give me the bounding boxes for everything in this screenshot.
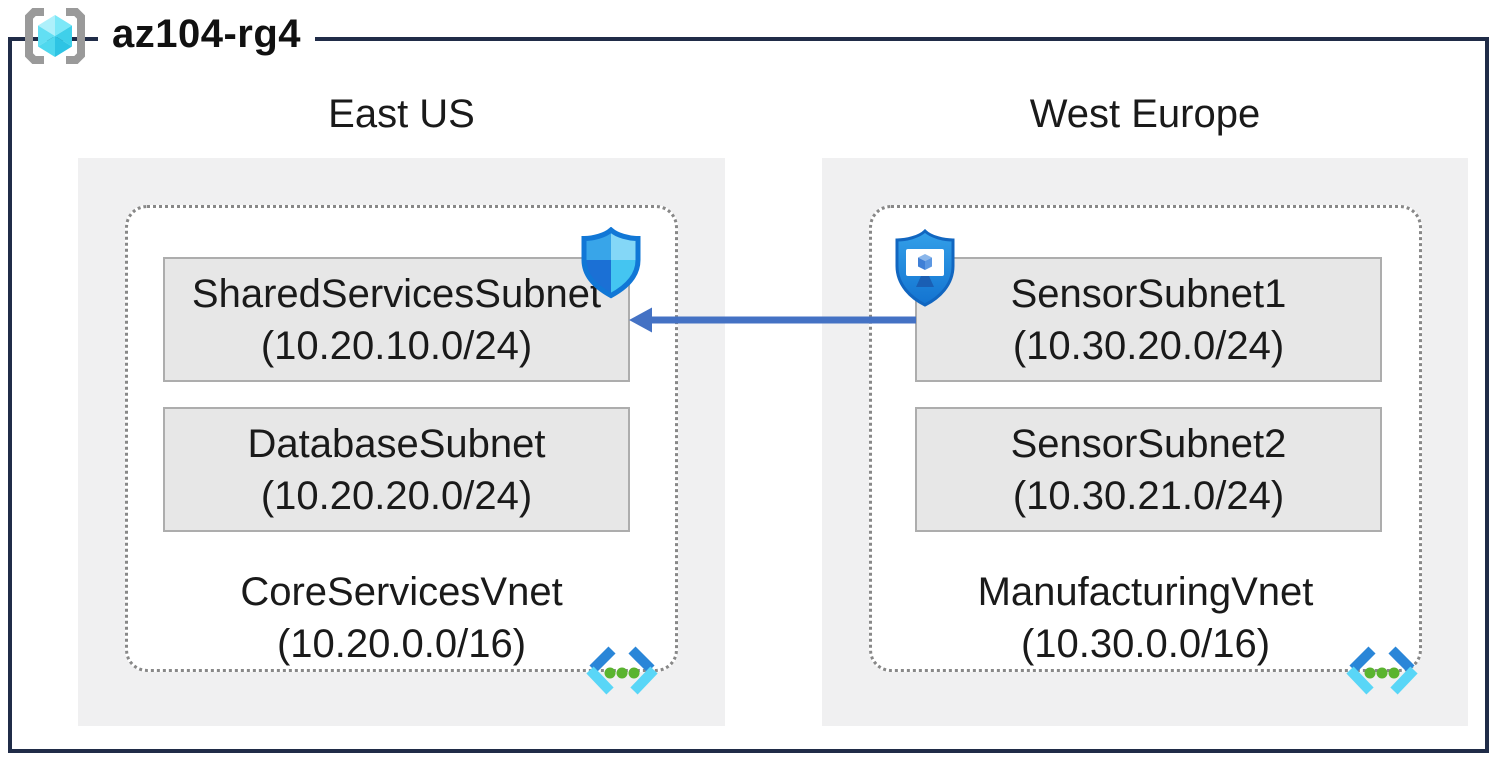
vnet-cidr: (10.20.0.0/16) <box>276 622 527 666</box>
subnet-name: SharedServicesSubnet <box>191 271 602 316</box>
bracket-right <box>66 8 85 64</box>
subnet-box-sharedservicessubnet: SharedServicesSubnet (10.20.10.0/24) <box>163 257 630 382</box>
nsg-shield-icon <box>581 227 641 299</box>
peering-arrow <box>629 307 916 333</box>
virtual-network-icon-east <box>586 646 658 695</box>
resource-group-icon <box>25 8 85 64</box>
monitor-stand <box>916 276 934 287</box>
resource-group-title: az104-rg4 <box>98 12 316 57</box>
vnet-cidr: (10.30.0.0/16) <box>1020 622 1271 666</box>
subnet-box-databasesubnet: DatabaseSubnet (10.20.20.0/24) <box>163 407 630 532</box>
subnet-name: SensorSubnet1 <box>1010 271 1287 316</box>
subnet-box-sensorsubnet1: SensorSubnet1 (10.30.20.0/24) <box>915 257 1382 382</box>
subnet-cidr: (10.20.20.0/24) <box>260 473 533 518</box>
subnet-box-sensorsubnet2: SensorSubnet2 (10.30.21.0/24) <box>915 407 1382 532</box>
vnet-label-manufacturingvnet: ManufacturingVnet (10.30.0.0/16) <box>869 566 1422 670</box>
virtual-network-icon-west <box>1346 646 1418 695</box>
resource-group-frame <box>8 37 1489 753</box>
subnet-name: SensorSubnet2 <box>1010 421 1287 466</box>
subnet-cidr: (10.30.20.0/24) <box>1012 323 1285 368</box>
region-label-west-europe: West Europe <box>1029 92 1261 136</box>
region-label-east-us: East US <box>328 92 475 136</box>
subnet-cidr: (10.20.10.0/24) <box>260 323 533 368</box>
bastion-shield-icon <box>895 228 955 307</box>
subnet-name: DatabaseSubnet <box>247 421 546 466</box>
cube-glyph <box>38 15 72 57</box>
vnet-name: ManufacturingVnet <box>977 570 1314 614</box>
vnet-name: CoreServicesVnet <box>240 570 563 614</box>
bracket-left <box>25 8 44 64</box>
cube-glyph <box>918 254 932 270</box>
vnet-label-coreservicesvnet: CoreServicesVnet (10.20.0.0/16) <box>125 566 678 670</box>
subnet-cidr: (10.30.21.0/24) <box>1012 473 1285 518</box>
